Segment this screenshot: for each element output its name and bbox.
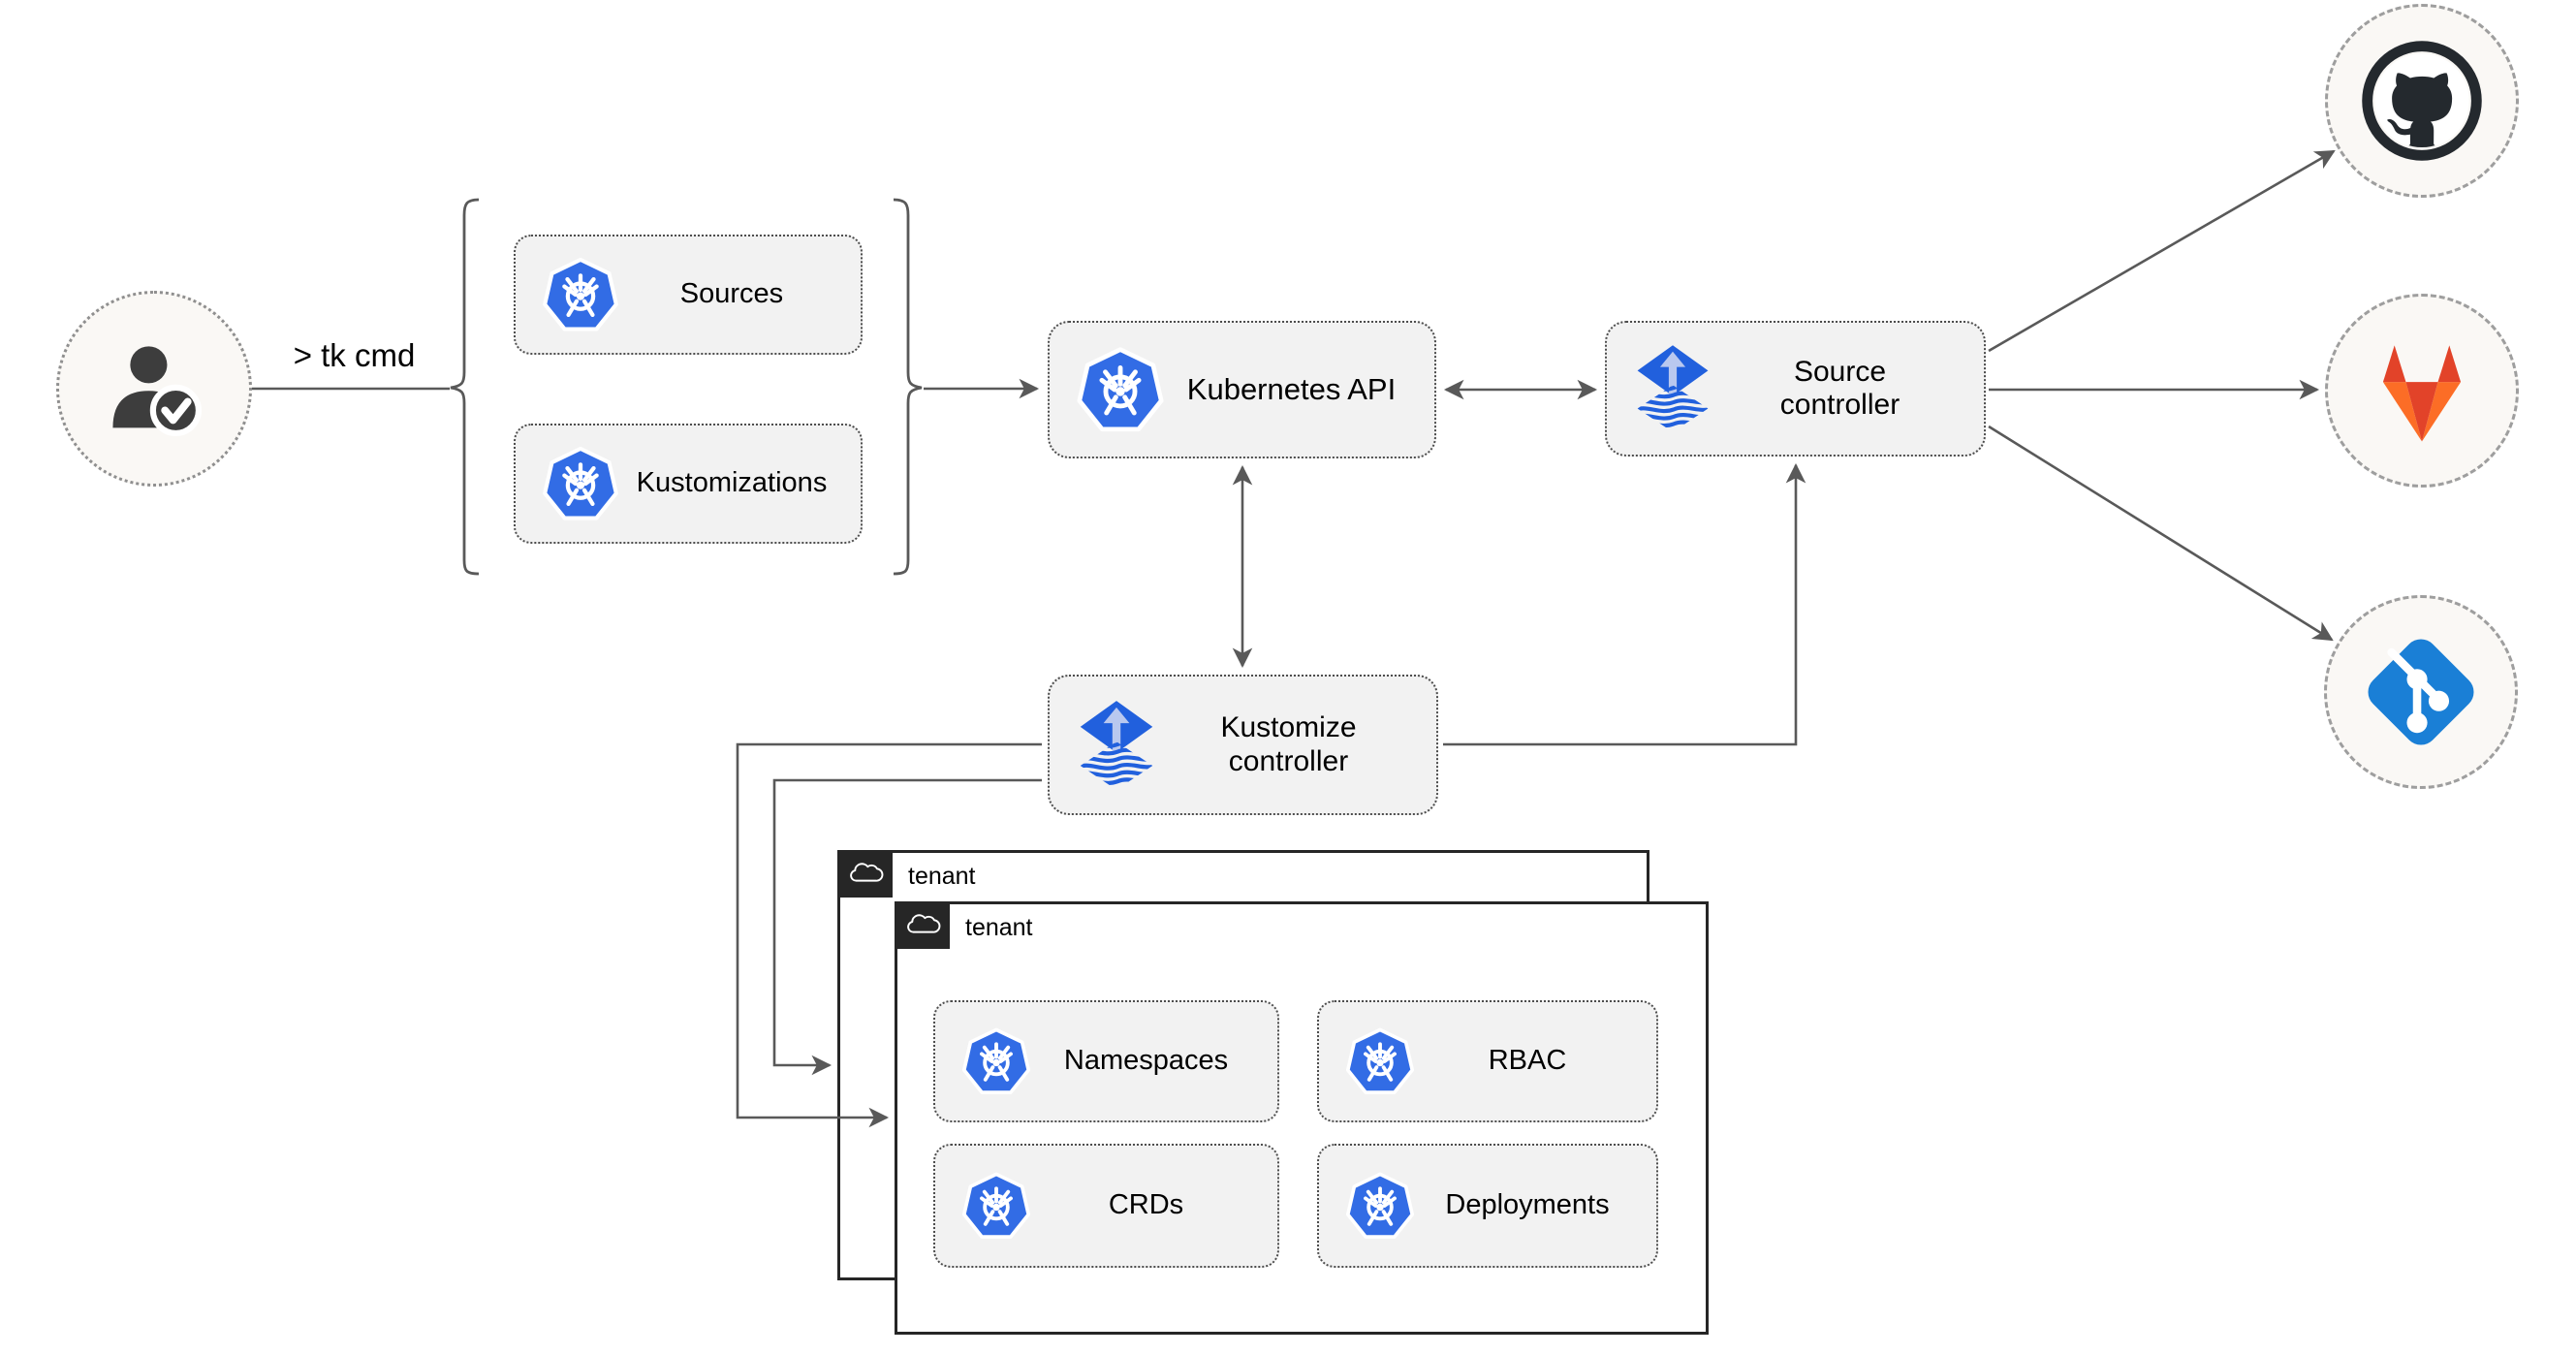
rbac-label: RBAC <box>1488 1045 1567 1077</box>
edge-source-to-git <box>1988 425 2334 642</box>
edge-source-to-github <box>1988 149 2336 353</box>
source-controller-label: Source controller <box>1779 355 1901 422</box>
crds-node[interactable]: CRDs <box>933 1144 1279 1268</box>
kubernetes-icon <box>1075 344 1166 435</box>
cloud-icon <box>847 862 884 886</box>
left-brace <box>450 198 480 576</box>
source-controller-node[interactable]: Source controller <box>1605 321 1986 457</box>
kustomizations-label: Kustomizations <box>636 467 828 499</box>
kustomize-controller-node[interactable]: Kustomize controller <box>1048 675 1438 815</box>
crds-label: CRDs <box>1108 1189 1184 1221</box>
kubernetes-icon <box>541 255 620 334</box>
flux-icon <box>1632 343 1713 434</box>
kustomizations-node[interactable]: Kustomizations <box>514 424 863 544</box>
kubernetes-icon <box>960 1025 1032 1097</box>
right-brace <box>893 198 923 576</box>
git-icon <box>2357 628 2485 756</box>
kubernetes-icon <box>1344 1025 1416 1097</box>
kubernetes-icon <box>541 444 620 523</box>
tenant-tab <box>895 901 950 949</box>
kubernetes-api-label: Kubernetes API <box>1186 372 1397 407</box>
edge-kustomize-to-source <box>1443 462 1806 746</box>
user-check-icon <box>100 334 208 443</box>
github-icon <box>2360 39 2484 163</box>
kustomize-controller-label: Kustomize controller <box>1220 711 1357 777</box>
kubernetes-icon <box>1344 1170 1416 1242</box>
kubernetes-icon <box>960 1170 1032 1242</box>
remote-gitlab[interactable] <box>2325 294 2519 488</box>
tenant-label: tenant <box>965 914 1033 941</box>
namespaces-label: Namespaces <box>1063 1045 1229 1077</box>
sources-node[interactable]: Sources <box>514 235 863 355</box>
tenant-tab <box>837 850 893 898</box>
kubernetes-api-node[interactable]: Kubernetes API <box>1048 321 1436 458</box>
gitlab-icon <box>2365 336 2479 445</box>
cli-command-label: > tk cmd <box>293 337 416 373</box>
remote-git[interactable] <box>2324 595 2518 789</box>
cloud-icon <box>904 913 941 937</box>
rbac-node[interactable]: RBAC <box>1317 1000 1658 1122</box>
sources-label: Sources <box>679 278 784 310</box>
tenant-container-front[interactable]: tenant Namespaces RBAC CRDs Deployments <box>895 901 1709 1335</box>
deployments-node[interactable]: Deployments <box>1317 1144 1658 1268</box>
user-avatar[interactable] <box>56 291 252 487</box>
flux-icon <box>1075 699 1158 792</box>
remote-github[interactable] <box>2325 4 2519 198</box>
tenant-label: tenant <box>908 863 976 890</box>
namespaces-node[interactable]: Namespaces <box>933 1000 1279 1122</box>
deployments-label: Deployments <box>1445 1189 1610 1221</box>
